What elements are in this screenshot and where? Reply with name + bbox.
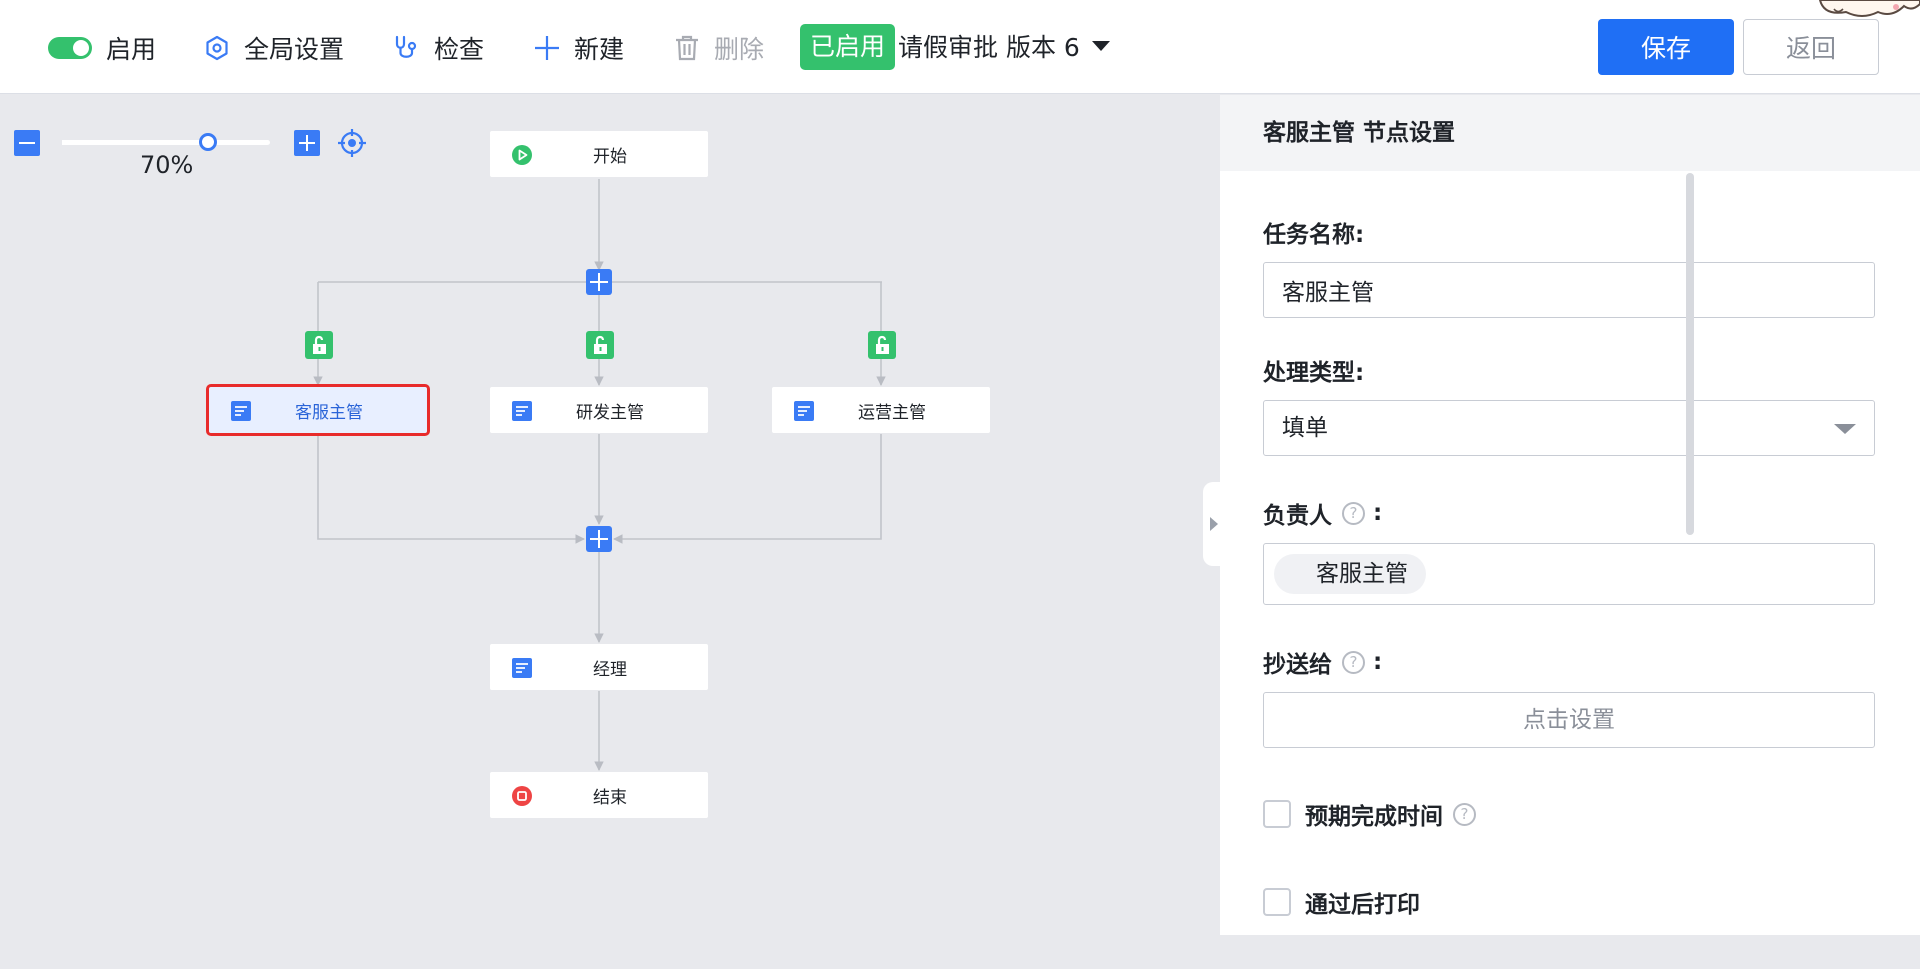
help-icon[interactable]: ? (1342, 501, 1365, 525)
global-settings-button[interactable]: 全局设置 (204, 28, 344, 68)
plus-icon (534, 35, 560, 61)
print-after-checkbox-row[interactable]: 通过后打印 (1263, 885, 1420, 919)
caret-down-icon (1091, 41, 1110, 51)
new-button[interactable]: 新建 (534, 28, 624, 68)
trash-icon (674, 35, 700, 61)
type-select-value: 填单 (1282, 415, 1328, 441)
check-label: 检查 (434, 35, 485, 64)
process-version-dropdown[interactable]: 请假审批 版本 6 (898, 28, 1110, 68)
caret-down-icon (1834, 424, 1856, 434)
gear-icon (204, 35, 230, 61)
help-icon[interactable]: ? (1453, 802, 1476, 826)
panel-body: 任务名称: 处理类型: 填单 负责人 ? : 客服主管 抄送给 ? : 点击设置… (1220, 171, 1920, 935)
node-label: 结束 (593, 787, 627, 808)
form-icon (512, 658, 532, 678)
node-label: 经理 (593, 659, 627, 680)
node-settings-panel: 客服主管 节点设置 任务名称: 处理类型: 填单 负责人 ? : 客服主管 抄送… (1220, 95, 1920, 935)
save-button[interactable]: 保存 (1598, 19, 1734, 75)
expected-time-label: 预期完成时间 (1305, 804, 1443, 830)
mascot-icon (1818, 0, 1920, 17)
back-button[interactable]: 返回 (1743, 19, 1879, 75)
node-cs-manager[interactable]: 客服主管 (206, 384, 430, 436)
type-label: 处理类型: (1263, 360, 1365, 386)
panel-title: 客服主管 节点设置 (1220, 95, 1920, 171)
node-rd-manager[interactable]: 研发主管 (490, 387, 708, 433)
flow-canvas[interactable]: 70% 开始 (0, 95, 1220, 969)
locate-icon[interactable] (337, 128, 367, 158)
node-manager[interactable]: 经理 (490, 644, 708, 690)
stop-icon (512, 786, 532, 806)
new-label: 新建 (574, 35, 625, 64)
process-name-label: 请假审批 版本 6 (898, 33, 1080, 62)
form-icon (512, 401, 532, 421)
cc-colon: : (1373, 649, 1383, 675)
form-icon (794, 401, 814, 421)
toggle-switch-icon (48, 37, 92, 59)
zoom-slider[interactable] (62, 133, 270, 151)
zoom-slider-fill (62, 140, 208, 145)
node-ops-manager[interactable]: 运营主管 (772, 387, 990, 433)
task-name-label: 任务名称: (1263, 222, 1365, 248)
expected-time-checkbox-row[interactable]: 预期完成时间 ? (1263, 797, 1484, 831)
owner-field-label: 负责人 ? : (1263, 496, 1382, 530)
node-label: 运营主管 (858, 402, 926, 423)
enable-toggle[interactable]: 启用 (48, 28, 156, 68)
panel-scrollbar[interactable] (1686, 173, 1694, 535)
owner-label: 负责人 (1263, 503, 1332, 529)
add-branch-icon[interactable] (586, 269, 612, 295)
owner-colon: : (1373, 500, 1383, 526)
node-start[interactable]: 开始 (490, 131, 708, 177)
node-label: 客服主管 (295, 402, 363, 423)
type-select[interactable]: 填单 (1263, 400, 1875, 456)
node-end[interactable]: 结束 (490, 772, 708, 818)
print-after-label: 通过后打印 (1305, 892, 1420, 918)
delete-label: 删除 (714, 35, 765, 64)
global-settings-label: 全局设置 (244, 35, 345, 64)
unlock-icon[interactable] (305, 331, 333, 359)
panel-collapse-handle[interactable] (1203, 482, 1223, 566)
unlock-icon[interactable] (586, 331, 614, 359)
print-after-checkbox[interactable] (1263, 888, 1291, 916)
form-icon (231, 401, 251, 421)
zoom-slider-thumb[interactable] (198, 133, 217, 151)
delete-button[interactable]: 删除 (674, 28, 764, 68)
zoom-level: 70% (140, 151, 194, 179)
zoom-in-icon[interactable] (294, 130, 320, 156)
node-label: 开始 (593, 146, 627, 167)
cc-label: 抄送给 (1263, 652, 1332, 678)
merge-branch-icon[interactable] (586, 526, 612, 552)
help-icon[interactable]: ? (1342, 650, 1365, 674)
expected-time-checkbox[interactable] (1263, 800, 1291, 828)
task-name-input[interactable] (1263, 262, 1875, 318)
toolbar: 启用 全局设置 检查 新建 删除 已启用 请假审批 版本 6 保存 返回 (0, 0, 1920, 94)
enable-label: 启用 (106, 35, 157, 64)
unlock-icon[interactable] (868, 331, 896, 359)
check-button[interactable]: 检查 (392, 28, 484, 68)
cc-set-button[interactable]: 点击设置 (1263, 692, 1875, 748)
play-icon (512, 145, 532, 165)
zoom-out-icon[interactable] (14, 130, 40, 156)
cc-field-label: 抄送给 ? : (1263, 645, 1382, 679)
node-label: 研发主管 (576, 402, 644, 423)
status-badge: 已启用 (800, 24, 896, 70)
owner-tag[interactable]: 客服主管 (1274, 554, 1426, 594)
owner-field[interactable]: 客服主管 (1263, 543, 1875, 605)
stethoscope-icon (392, 34, 420, 62)
